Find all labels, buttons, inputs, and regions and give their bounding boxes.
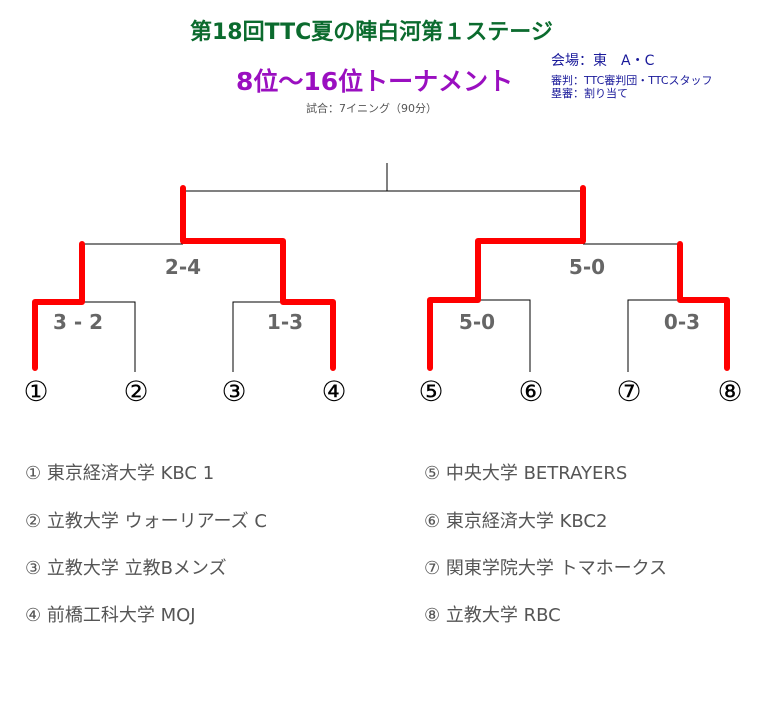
score-match-2: 1-3	[267, 310, 303, 334]
score-semi-right: 5-0	[569, 255, 605, 279]
score-match-1: 3 - 2	[53, 310, 103, 334]
bracket-subtitle: 8位〜16位トーナメント	[236, 67, 514, 96]
winner-path-right	[427, 185, 586, 371]
seed-4: ④	[321, 375, 346, 408]
seed-1: ①	[23, 375, 48, 408]
seed-8: ⑧	[717, 375, 742, 408]
team-1: ① 東京経済大学 KBC 1	[25, 463, 215, 484]
match4-loser-line	[627, 299, 680, 372]
seed-7: ⑦	[616, 375, 641, 408]
venue-info: 会場：東 A・C	[551, 53, 655, 69]
team-4: ④ 前橋工科大学 MOJ	[25, 605, 196, 626]
seed-3: ③	[221, 375, 246, 408]
team-3: ③ 立教大学 立教Bメンズ	[25, 558, 227, 579]
umpire-text: 審判：TTC審判団・TTCスタッフ	[551, 74, 713, 87]
team-2: ② 立教大学 ウォーリアーズ C	[25, 511, 267, 532]
team-7: ⑦ 関東学院大学 トマホークス	[424, 558, 668, 579]
winner-path-1	[32, 241, 85, 371]
team-6: ⑥ 東京経済大学 KBC2	[424, 511, 608, 532]
base-umpire-text: 塁審：割り当て	[551, 87, 628, 100]
seed-5: ⑤	[418, 375, 443, 408]
winner-path-8	[677, 241, 730, 371]
winner-path-left	[180, 185, 336, 371]
score-match-3: 5-0	[459, 310, 495, 334]
match1-loser-line	[82, 301, 136, 372]
seed-6: ⑥	[518, 375, 543, 408]
team-8: ⑧ 立教大学 RBC	[424, 605, 561, 626]
final-line	[183, 163, 583, 192]
team-5: ⑤ 中央大学 BETRAYERS	[424, 463, 628, 484]
match3-loser-line	[478, 299, 531, 372]
score-semi-left: 2-4	[165, 255, 201, 279]
match2-loser-line	[232, 301, 283, 372]
seed-2: ②	[123, 375, 148, 408]
score-match-4: 0-3	[664, 310, 700, 334]
umpire-info: 審判：TTC審判団・TTCスタッフ 塁審：割り当て	[551, 74, 713, 100]
match-format: 試合：7イニング（90分）	[306, 102, 437, 115]
tournament-bracket: 2-4 5-0 3 - 2 1-3 5-0 0-3 ① ② ③ ④ ⑤ ⑥ ⑦ …	[23, 163, 743, 408]
tournament-title: 第18回TTC夏の陣白河第１ステージ	[190, 20, 553, 45]
